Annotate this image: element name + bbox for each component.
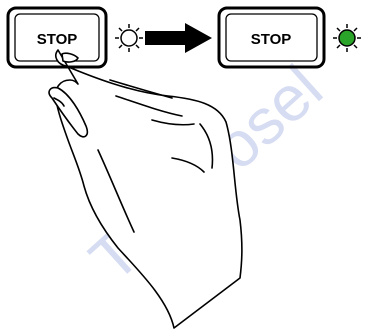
stop-button-before: STOP: [6, 6, 108, 69]
stop-button-after-label: STOP: [251, 31, 292, 48]
indicator-lamp-off-icon: [115, 24, 143, 52]
right-arrow-icon: [145, 23, 212, 53]
lamp-after: [338, 29, 356, 47]
stop-button-after: STOP: [217, 6, 326, 69]
lamp-before: [120, 29, 138, 47]
stop-button-before-label: STOP: [37, 31, 78, 48]
indicator-lamp-on-icon: [333, 24, 361, 52]
hand-illustration: [48, 49, 243, 329]
